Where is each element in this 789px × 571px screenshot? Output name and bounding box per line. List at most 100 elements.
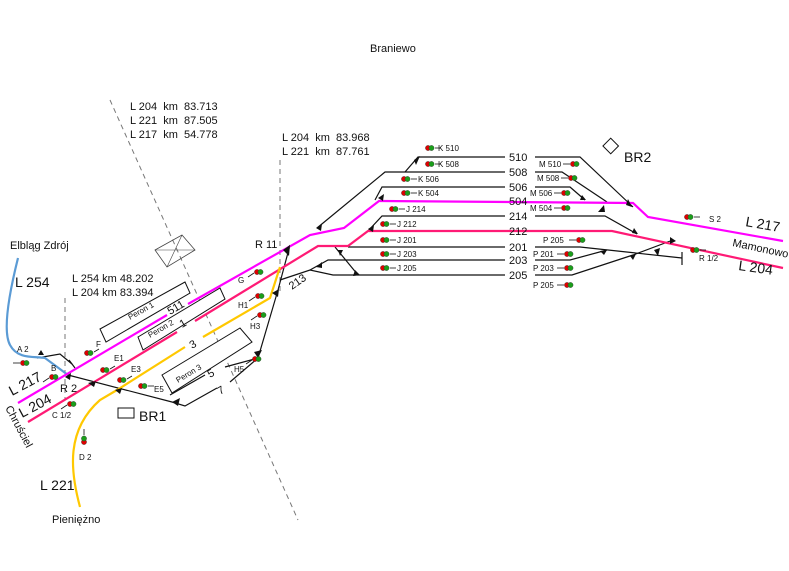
signal-green-lamp	[564, 190, 571, 196]
overpass-box	[154, 234, 196, 268]
signal-p205-upper[interactable]: P 205	[543, 236, 586, 245]
signal-j214[interactable]: J 214	[389, 205, 426, 214]
svg-text:D 2: D 2	[79, 453, 92, 462]
track-number: 508	[509, 167, 527, 179]
signal-green-lamp	[392, 206, 399, 212]
overpass-box-cross	[166, 234, 183, 268]
signal-j203[interactable]: J 203	[380, 250, 417, 259]
svg-text:B: B	[51, 364, 56, 373]
track-number: 213	[287, 272, 309, 292]
line-l254	[5, 257, 69, 376]
signal-stem	[93, 348, 100, 353]
signal-k506[interactable]: K 506	[401, 175, 439, 184]
signal-b[interactable]: B	[42, 364, 59, 383]
signal-stem	[60, 404, 68, 410]
svg-text:R 1/2: R 1/2	[699, 254, 719, 263]
track-number: 504	[509, 196, 527, 208]
km-marker: L 221 km 87.761	[282, 146, 370, 158]
svg-text:H1: H1	[238, 301, 249, 310]
svg-text:J 214: J 214	[406, 205, 426, 214]
km-markers-top-mid: L 204 km 83.968 L 221 km 87.761	[282, 132, 370, 158]
track-number: 212	[509, 226, 527, 238]
km-marker: L 204 km 83.713	[130, 101, 218, 113]
svg-text:J 212: J 212	[397, 220, 417, 229]
svg-text:K 510: K 510	[438, 144, 459, 153]
svg-text:J 203: J 203	[397, 250, 417, 259]
signal-h5[interactable]: H5	[234, 356, 262, 374]
signal-k504[interactable]: K 504	[401, 189, 439, 198]
signal-green-lamp	[383, 251, 390, 257]
signal-p201[interactable]: P 201	[533, 250, 574, 259]
signal-a2[interactable]: A 2	[13, 345, 30, 366]
line-label-l254: L 254	[15, 274, 50, 290]
signal-stem	[109, 365, 116, 370]
svg-text:P 205: P 205	[543, 236, 564, 245]
signal-e1[interactable]: E1	[100, 354, 124, 373]
post-br1: BR1	[139, 408, 166, 424]
signal-green-lamp	[579, 237, 586, 243]
signal-j212[interactable]: J 212	[380, 220, 417, 229]
svg-text:K 504: K 504	[418, 189, 439, 198]
track-number: 1	[178, 317, 189, 330]
signal-green-lamp	[567, 251, 574, 257]
building-br1	[117, 407, 135, 419]
svg-text:M 506: M 506	[530, 189, 553, 198]
signal-j205[interactable]: J 205	[380, 264, 417, 273]
signal-green-lamp	[573, 161, 580, 167]
track-number: 510	[509, 152, 527, 164]
line-l217	[17, 314, 168, 404]
signal-green-lamp	[564, 205, 571, 211]
line-l221	[202, 266, 282, 338]
signal-green-lamp	[687, 214, 694, 220]
signal-green-lamp	[258, 293, 265, 299]
signal-j201[interactable]: J 201	[380, 236, 417, 245]
signal-green-lamp	[120, 377, 127, 383]
svg-text:P 205: P 205	[533, 281, 554, 290]
svg-text:P 203: P 203	[533, 264, 554, 273]
signal-c1-2[interactable]: C 1/2	[52, 401, 77, 420]
signal-f[interactable]: F	[84, 340, 101, 356]
signal-m510[interactable]: M 510	[539, 160, 580, 169]
signal-s2[interactable]: S 2	[684, 214, 722, 224]
signal-green-lamp	[404, 190, 411, 196]
svg-text:M 504: M 504	[530, 204, 553, 213]
signal-d2[interactable]: D 2	[79, 429, 92, 462]
signal-k510[interactable]: K 510	[425, 144, 459, 153]
svg-text:K 506: K 506	[418, 175, 439, 184]
line-label-l204: L 204	[16, 390, 54, 420]
km-dashed-line	[109, 99, 299, 521]
building-br2	[602, 137, 620, 155]
signal-green-lamp	[255, 356, 262, 362]
track-number: 7	[216, 384, 227, 397]
signal-p203[interactable]: P 203	[533, 264, 574, 273]
signal-green-lamp	[383, 265, 390, 271]
signal-green-lamp	[260, 312, 267, 318]
signal-m504[interactable]: M 504	[530, 204, 571, 213]
signal-stem	[250, 315, 258, 321]
line-label-l221: L 221	[40, 477, 75, 493]
signal-e3[interactable]: E3	[117, 365, 141, 383]
post-r11: R 11	[255, 239, 277, 251]
signal-r1-2[interactable]: R 1/2	[690, 247, 719, 263]
signal-m506[interactable]: M 506	[530, 189, 571, 198]
signal-g[interactable]: G	[238, 269, 264, 285]
km-marker: L 217 km 54.778	[130, 129, 218, 141]
signal-green-lamp	[81, 435, 87, 442]
signal-h3[interactable]: H3	[250, 312, 267, 331]
line-l217	[187, 199, 784, 305]
signal-stem	[42, 377, 50, 383]
signal-m508[interactable]: M 508	[537, 174, 578, 183]
line-l204	[194, 229, 784, 322]
signal-h1[interactable]: H1	[238, 293, 265, 310]
signal-green-lamp	[257, 269, 264, 275]
km-marker: L 221 km 87.505	[130, 115, 218, 127]
signal-k508[interactable]: K 508	[425, 160, 459, 169]
signal-stem	[245, 359, 253, 365]
signal-e5[interactable]: E5	[138, 383, 164, 394]
svg-text:K 508: K 508	[438, 160, 459, 169]
post-r2: R 2	[60, 383, 77, 395]
track-number: 214	[509, 211, 527, 223]
signal-p205-lower[interactable]: P 205	[533, 281, 574, 290]
signal-green-lamp	[428, 161, 435, 167]
